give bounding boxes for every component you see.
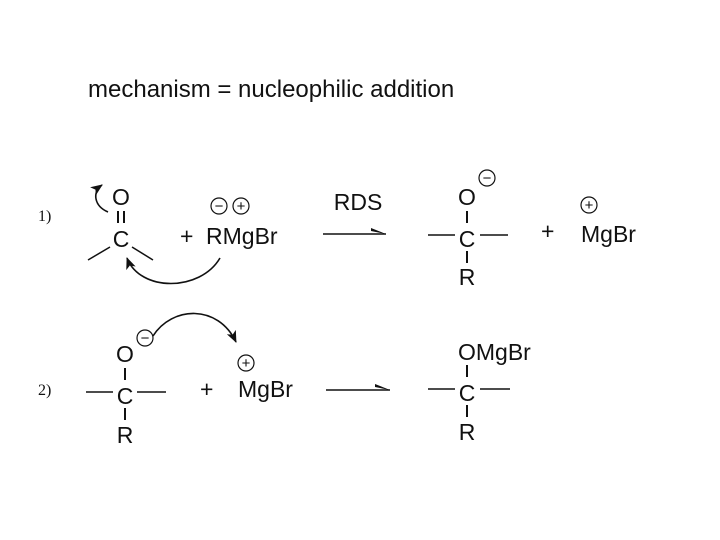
magnesium-alkoxide-product: OMgBr C R [428, 339, 531, 445]
product-carbon: C [459, 226, 476, 252]
step-2-plus: + [200, 376, 213, 402]
byproduct-charge: + [585, 197, 594, 214]
cation-formula: MgBr [238, 376, 293, 402]
magnesium-bromide-cation: + MgBr [580, 196, 636, 247]
slide-title: mechanism = nucleophilic addition [88, 76, 455, 103]
minus-charge-icon [478, 169, 496, 187]
carbonyl-carbon: C [113, 226, 130, 252]
reagent-minus-charge: − [215, 198, 224, 215]
product-substituent: R [459, 264, 476, 290]
carbonyl-oxygen: O [112, 184, 130, 210]
final-substituent: R [459, 419, 476, 445]
plus-charge-icon [580, 196, 598, 214]
step-1-number: 1) [38, 208, 52, 225]
plus-charge-icon [237, 354, 255, 372]
minus-charge-icon [136, 329, 154, 347]
step-2-alkoxide: O − C R [86, 329, 166, 448]
product-oxygen-charge: − [483, 170, 492, 187]
step-1-plus: + [180, 223, 193, 249]
grignard-reagent: RMgBr − + [206, 197, 278, 249]
final-carbon: C [459, 380, 476, 406]
byproduct-formula: MgBr [581, 221, 636, 247]
step-2-number: 2) [38, 382, 52, 399]
carbonyl-left-bond [87, 246, 111, 261]
alkoxide-product: O − C R [428, 169, 508, 290]
alkoxide-substituent: R [117, 422, 134, 448]
carbonyl-right-bond [131, 246, 154, 261]
curved-arrow-nucleophile [126, 257, 221, 285]
byproduct-plus: + [541, 218, 554, 244]
alkoxide-oxygen: O [116, 341, 134, 367]
cation-charge: + [242, 355, 251, 372]
alkoxide-oxygen-charge: − [141, 330, 150, 347]
curved-arrow-coordination [152, 312, 237, 343]
alkoxide-carbon: C [117, 383, 134, 409]
reagent-formula: RMgBr [206, 223, 278, 249]
plus-charge-icon [232, 197, 250, 215]
minus-charge-icon [210, 197, 228, 215]
step-2-cation: + MgBr [237, 354, 293, 402]
reagent-plus-charge: + [237, 198, 246, 215]
product-oxygen: O [458, 184, 476, 210]
step-1-carbonyl: O C [87, 184, 154, 261]
rds-label: RDS [334, 189, 383, 215]
curved-arrow-pi-bond [90, 184, 109, 213]
final-oxygen-group: OMgBr [458, 339, 531, 365]
